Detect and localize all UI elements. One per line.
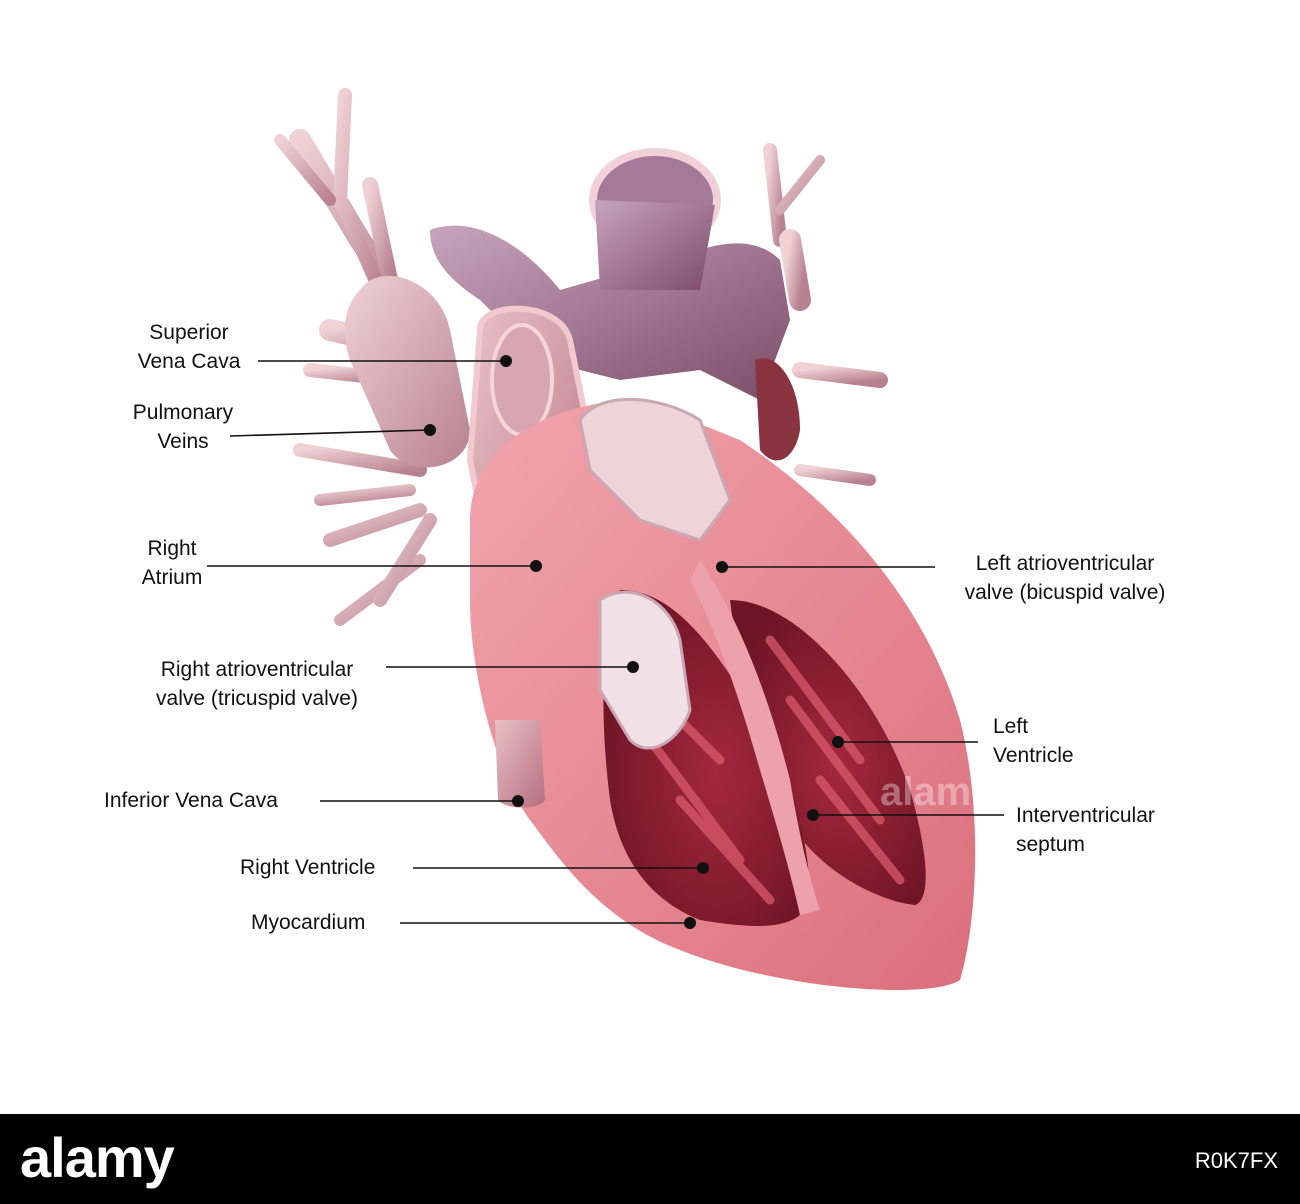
- dot-right-ventricle: [697, 862, 709, 874]
- label-superior-vena-cava: Superior Vena Cava: [137, 321, 241, 373]
- superior-vena-cava-shape: [344, 275, 470, 468]
- label-right-ventricle: Right Ventricle: [240, 856, 376, 879]
- brand-logo: alamy: [20, 1126, 175, 1189]
- label-left-av-valve: Left atrioventricular valve (bicuspid va…: [964, 552, 1166, 604]
- dot-pulmonary-veins: [424, 424, 436, 436]
- label-left-ventricle: Left Ventricle: [993, 715, 1074, 767]
- septum-shape: [690, 560, 820, 915]
- heart-illustration: [274, 88, 976, 990]
- label-myocardium: Myocardium: [251, 911, 366, 934]
- inferior-vena-cava-shape: [495, 720, 545, 808]
- aorta-tube: [595, 200, 715, 290]
- label-right-atrium: Right Atrium: [141, 537, 203, 589]
- leader-lines: [207, 355, 1004, 929]
- footer-bar: alamy R0K7FX: [0, 1114, 1300, 1204]
- dot-superior-vena-cava: [500, 355, 512, 367]
- dot-left-ventricle: [832, 736, 844, 748]
- dot-myocardium: [684, 917, 696, 929]
- dot-left-av-valve: [716, 561, 728, 573]
- stock-id: R0K7FX: [1194, 1148, 1278, 1173]
- mitral-valve-shape: [578, 397, 732, 542]
- dot-interventricular-septum: [807, 809, 819, 821]
- dot-right-atrium: [530, 560, 542, 572]
- label-right-av-valve: Right atrioventricular valve (tricuspid …: [156, 658, 358, 710]
- tricuspid-valve-shape: [598, 590, 692, 750]
- left-atrium-opening: [755, 358, 800, 461]
- label-pulmonary-veins: Pulmonary Veins: [132, 401, 234, 453]
- leader-pulmonary-veins: [229, 429, 431, 437]
- label-interventricular-septum: Interventricular septum: [1016, 804, 1155, 856]
- label-inferior-vena-cava: Inferior Vena Cava: [104, 789, 278, 812]
- dot-right-av-valve: [627, 661, 639, 673]
- vessel-branches-right: [763, 143, 907, 486]
- dot-inferior-vena-cava: [512, 795, 524, 807]
